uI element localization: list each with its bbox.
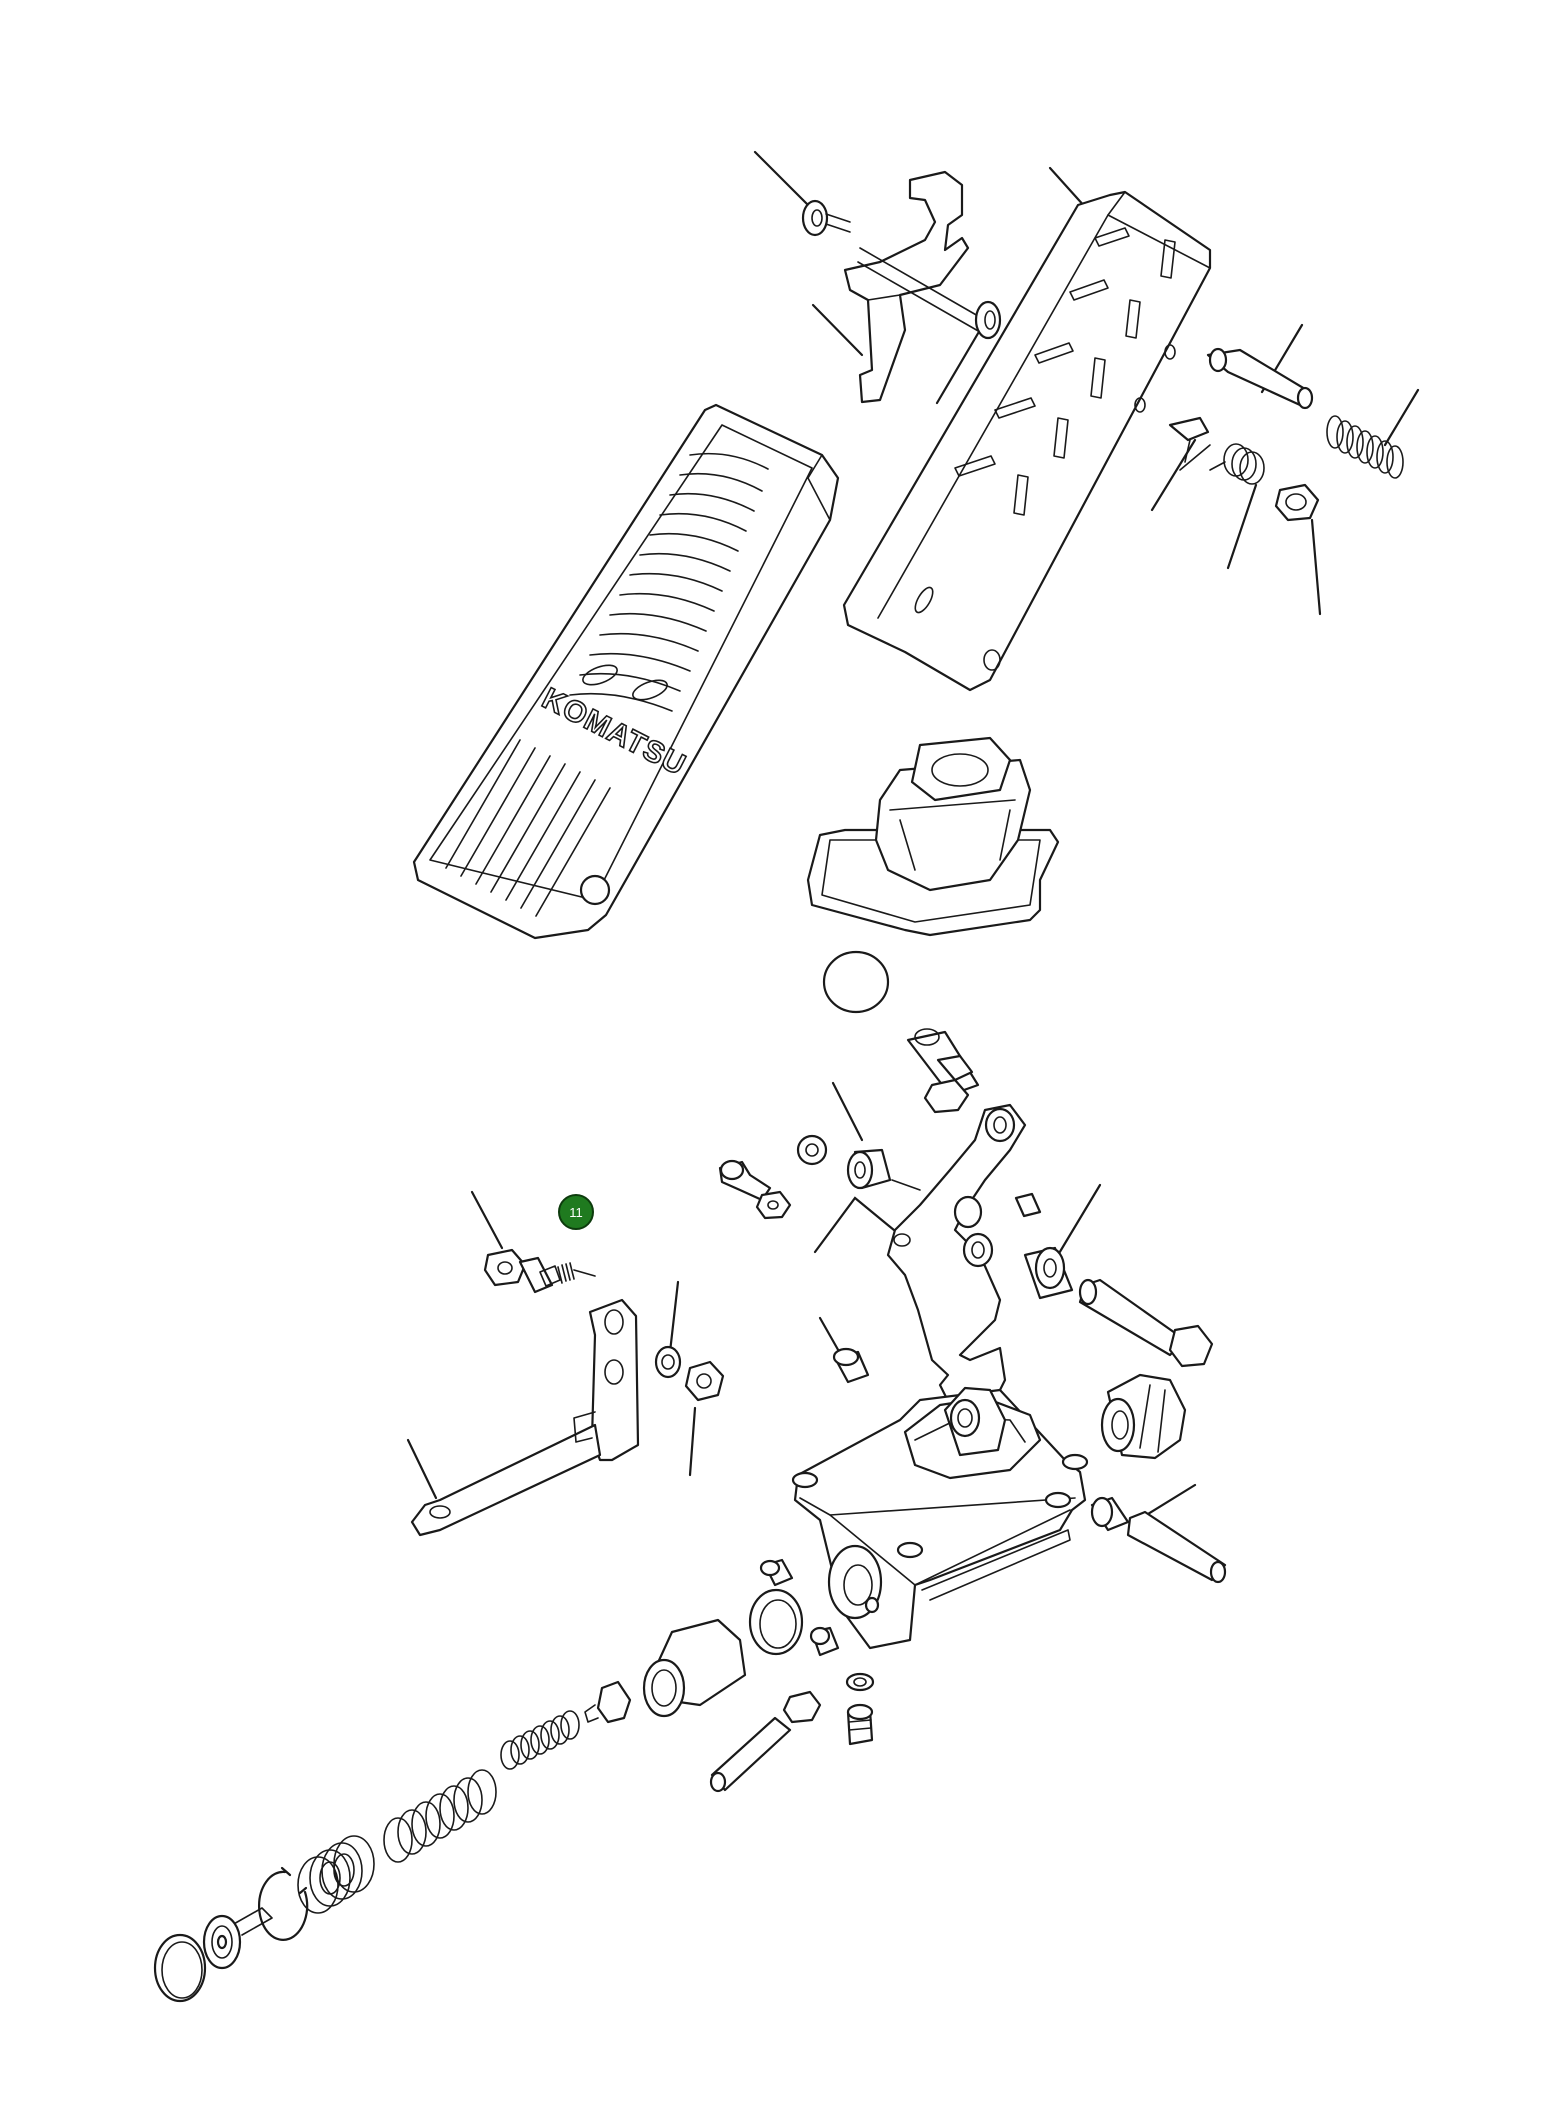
valve-body-housing (791, 1386, 1089, 1650)
top-stop-lever (801, 170, 1002, 404)
valve-fittings (709, 1347, 1227, 1793)
rubber-boot-and-gasket (806, 736, 1060, 937)
callout-11-circle[interactable] (558, 1194, 594, 1230)
part-callout-11[interactable]: 11 (558, 1194, 594, 1230)
spool-and-springs (153, 1588, 804, 2003)
callout-11-label: 11 (569, 1205, 583, 1220)
cap-and-rod (822, 950, 980, 1097)
upper-pin-and-spring (1168, 347, 1404, 522)
leader-lines (406, 150, 1420, 1524)
pedal-arm-bracket (842, 190, 1212, 692)
stopper-bolt-and-bracket (410, 1248, 725, 1537)
accelerator-pedal-pad: KOMATSU (412, 403, 840, 940)
linkage-lever-assembly (718, 1078, 1214, 1412)
